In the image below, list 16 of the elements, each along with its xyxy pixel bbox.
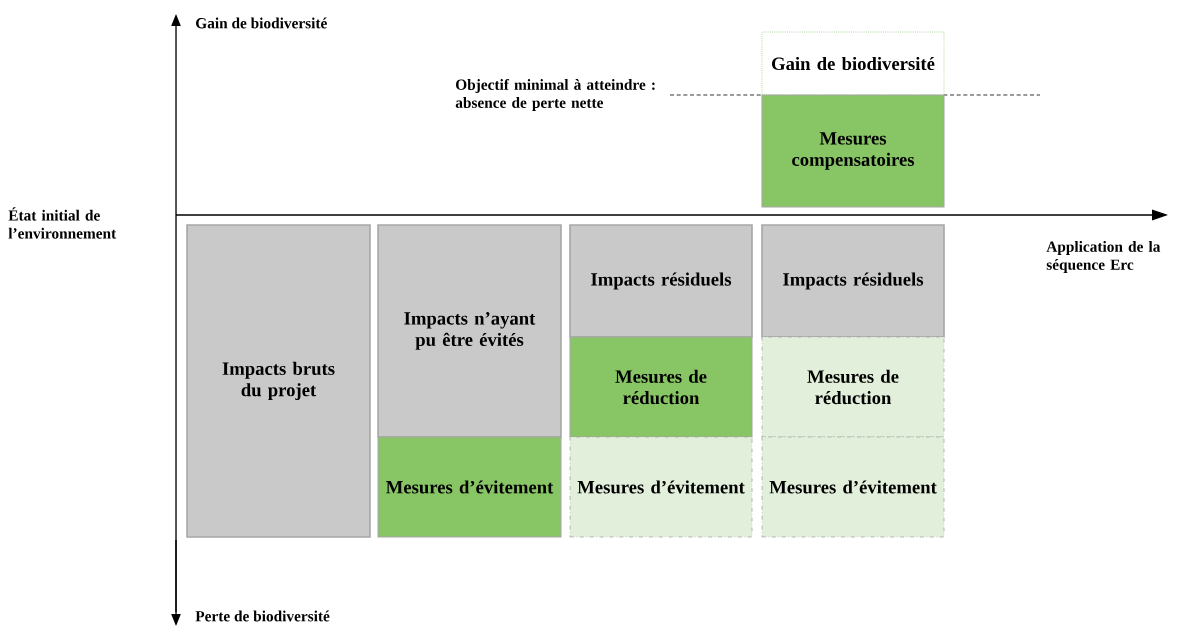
dotted-box: Gain de biodiversité <box>761 31 945 96</box>
faded-measure-box: Mesures d’évitement <box>569 436 753 538</box>
impact-box: Impacts bruts du projet <box>186 224 371 538</box>
measure-box: Mesures de réduction <box>569 336 753 438</box>
impact-box: Impacts résiduels <box>761 224 945 338</box>
axis-label: Gain de biodiversité <box>196 17 327 29</box>
axis-label: Perte de biodiversité <box>195 610 330 622</box>
measure-box: Mesures d’évitement <box>377 436 562 538</box>
measure-box: Mesures compensatoires <box>761 94 945 208</box>
impact-box: Impacts n’ayant pu être évités <box>377 224 562 438</box>
axis-label: État initial de l’environnement <box>8 207 117 239</box>
axis-label: Application de la séquence Erc <box>1046 241 1161 273</box>
impact-box: Impacts résiduels <box>569 224 753 338</box>
axis-label: Objectif minimal à atteindre : absence de perte nette <box>455 78 655 111</box>
faded-measure-box: Mesures d’évitement <box>761 436 945 538</box>
faded-measure-box: Mesures de réduction <box>761 336 945 438</box>
